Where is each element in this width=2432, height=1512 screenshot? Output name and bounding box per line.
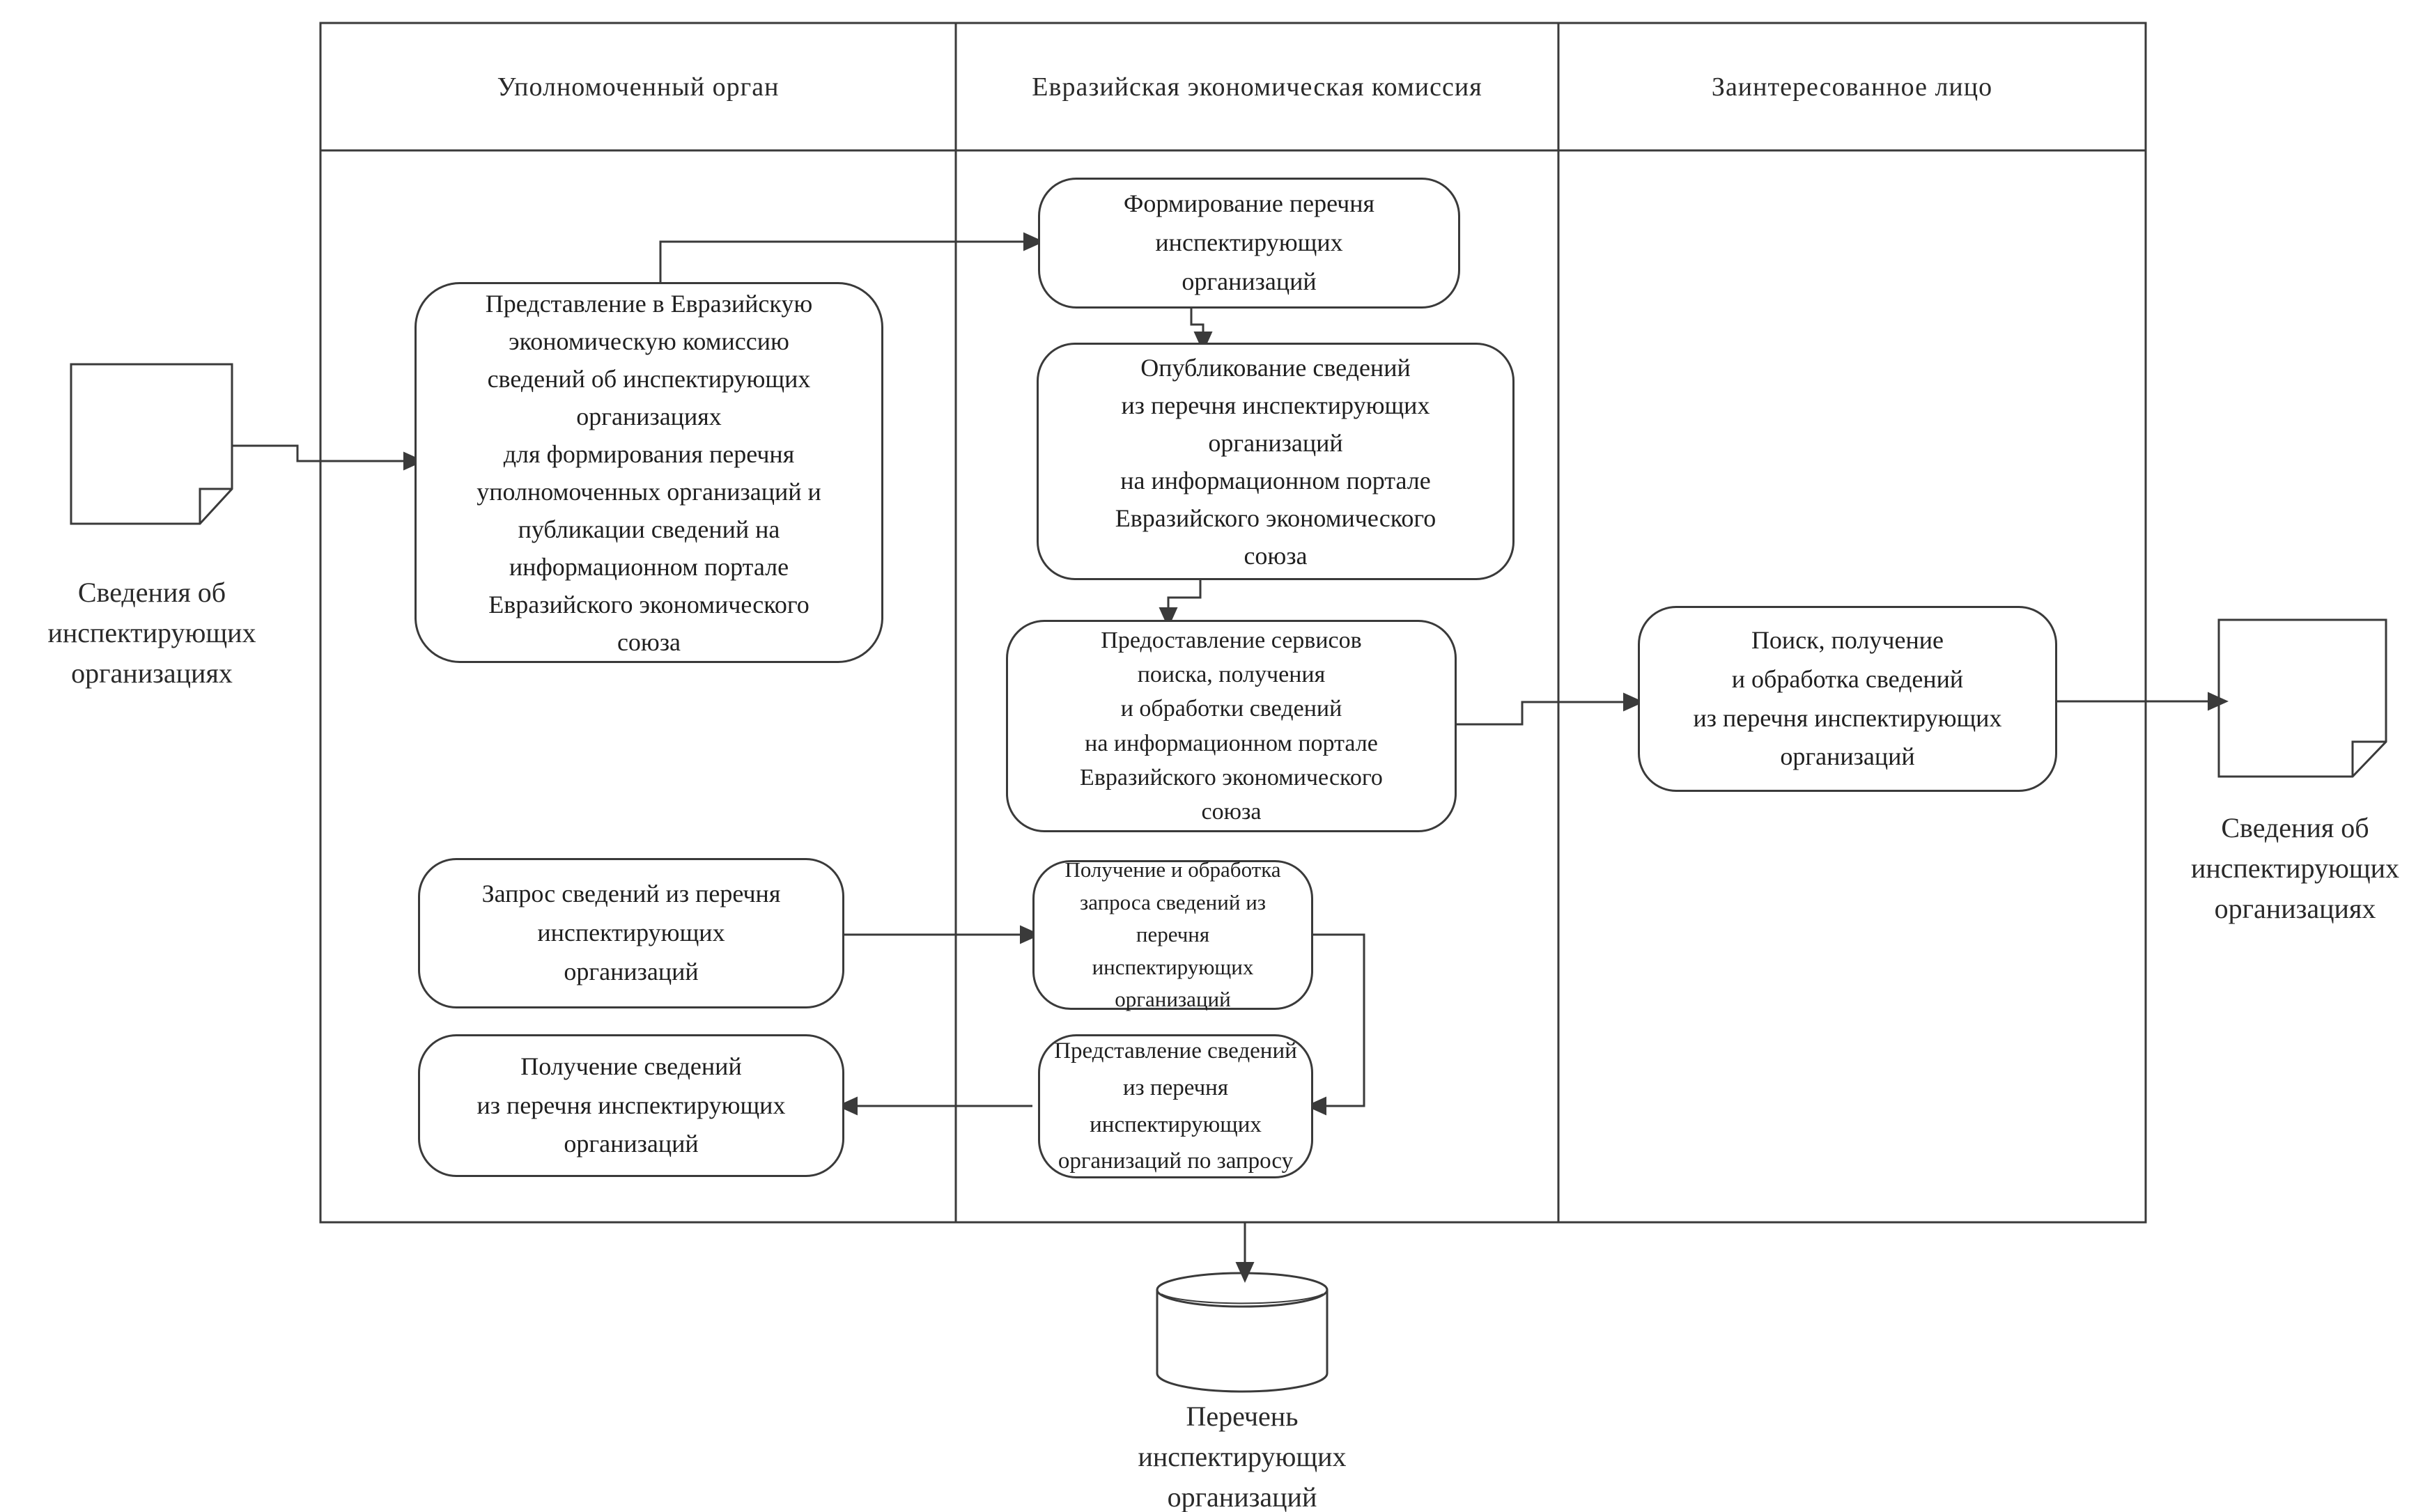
arrow-services-to-search (1457, 692, 1644, 726)
doc-input-label: Сведения об инспектирующих организациях (47, 577, 256, 689)
node-publish-info: Опубликование сведений из перечня инспек… (1037, 343, 1515, 580)
node-provide-on-request: Представление сведений из перечня инспек… (1038, 1034, 1313, 1178)
swimlane-table (319, 22, 2147, 1224)
node-provide-services: Предоставление сервисов поиска, получени… (1006, 620, 1457, 832)
node-process-request: Получение и обработка запроса сведений и… (1032, 857, 1313, 1011)
database-icon (1156, 1272, 1329, 1393)
lane-header-eec: Евразийская экономическая комиссия (1032, 72, 1482, 102)
arrow-formlist-to-publish (1190, 309, 1213, 352)
node-form-list: Формирование перечня инспектирующих орга… (1038, 178, 1460, 309)
node-request-info: Запрос сведений из перечня инспектирующи… (418, 858, 844, 1008)
document-icon (2217, 618, 2387, 778)
arrow-submit-to-formlist (659, 232, 1044, 282)
lane-header-interested-person: Заинтересованное лицо (1711, 72, 1993, 102)
lane-header-authorized-body: Уполномоченный орган (497, 72, 780, 102)
doc-output-label: Сведения об инспектирующих организациях (2190, 812, 2400, 924)
table-border (319, 22, 2147, 1224)
arrow-process-to-provide (1306, 933, 1365, 1116)
node-receive-info: Получение сведений из перечня инспектиру… (418, 1034, 844, 1177)
datastore-label: Перечень инспектирующих организаций (1138, 1401, 1347, 1512)
arrow-doc-to-submit (232, 444, 424, 471)
node-submit-info: Представление в Евразийскую экономическу… (415, 282, 883, 663)
document-icon (70, 363, 233, 525)
arrow-publish-to-services (1159, 579, 1202, 628)
connector-arrows (232, 232, 2229, 1283)
node-search-process-info: Поиск, получение и обработка сведений из… (1638, 606, 2057, 792)
